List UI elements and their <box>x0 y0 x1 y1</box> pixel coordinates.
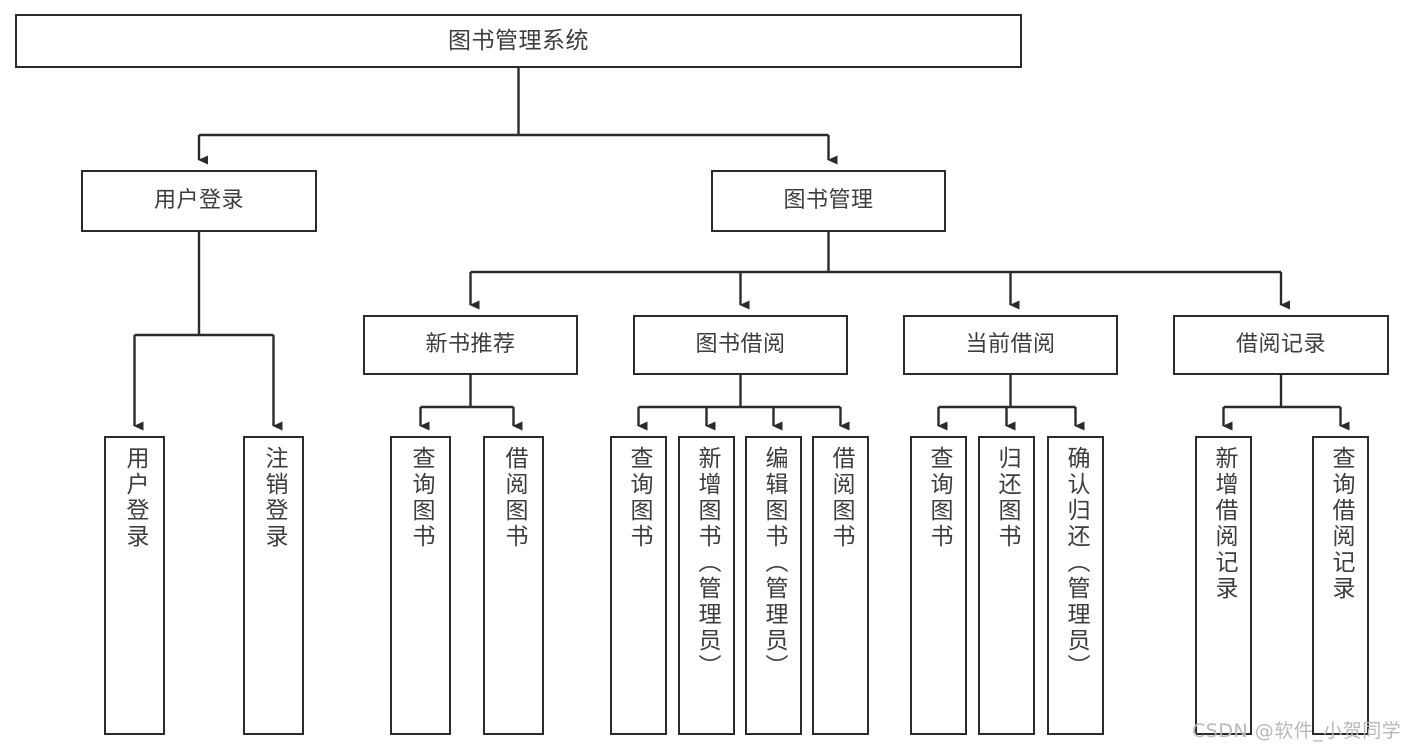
node-label: 图书管理系统 <box>448 27 589 54</box>
node-label: 借阅记录 <box>1235 332 1326 358</box>
node-new-book-rec: 新书推荐 <box>363 315 578 375</box>
node-leaf-add-book: 新增图书（管理员） <box>678 436 735 735</box>
node-leaf-query-book-2: 查询图书 <box>610 436 667 735</box>
node-leaf-edit-book: 编辑图书（管理员） <box>745 436 802 735</box>
node-label: 新增图书（管理员） <box>694 446 720 680</box>
node-label: 用户登录 <box>122 446 148 550</box>
node-leaf-borrow-book-1: 借阅图书 <box>483 436 544 735</box>
node-label: 新增借阅记录 <box>1211 446 1237 602</box>
node-leaf-logout: 注销登录 <box>243 436 304 735</box>
node-leaf-borrow-book-2: 借阅图书 <box>812 436 869 735</box>
node-leaf-query-book-3: 查询图书 <box>910 436 967 735</box>
node-label: 注销登录 <box>261 446 287 550</box>
node-label: 确认归还（管理员） <box>1063 446 1089 680</box>
node-label: 查询图书 <box>926 446 952 550</box>
node-book-manage: 图书管理 <box>711 170 946 232</box>
node-label: 借阅图书 <box>828 446 854 550</box>
node-root: 图书管理系统 <box>15 14 1022 68</box>
node-label: 编辑图书（管理员） <box>761 446 787 680</box>
node-label: 查询借阅记录 <box>1328 446 1354 602</box>
node-label: 当前借阅 <box>965 332 1056 358</box>
node-label: 查询图书 <box>408 446 434 550</box>
node-borrow-record: 借阅记录 <box>1173 315 1389 375</box>
node-label: 新书推荐 <box>425 332 516 358</box>
csdn-watermark: CSDN @软件_小贺同学 <box>1192 720 1402 742</box>
node-leaf-return-book: 归还图书 <box>978 436 1035 735</box>
node-user-login: 用户登录 <box>81 170 317 232</box>
node-label: 归还图书 <box>994 446 1020 550</box>
node-leaf-user-login: 用户登录 <box>104 436 165 735</box>
node-label: 借阅图书 <box>501 446 527 550</box>
node-label: 用户登录 <box>153 188 244 214</box>
node-label: 查询图书 <box>626 446 652 550</box>
node-current-borrow: 当前借阅 <box>903 315 1118 375</box>
node-leaf-query-book-1: 查询图书 <box>390 436 451 735</box>
node-leaf-query-record: 查询借阅记录 <box>1312 436 1369 735</box>
node-leaf-confirm-return: 确认归还（管理员） <box>1047 436 1104 735</box>
node-label: 图书管理 <box>783 188 874 214</box>
node-book-borrow: 图书借阅 <box>633 315 848 375</box>
node-label: 图书借阅 <box>695 332 786 358</box>
node-leaf-add-record: 新增借阅记录 <box>1195 436 1252 735</box>
